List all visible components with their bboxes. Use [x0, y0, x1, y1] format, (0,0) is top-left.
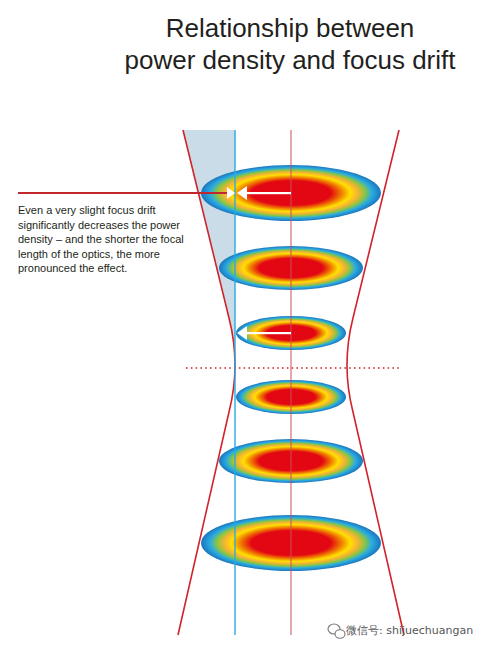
- watermark: 微信号: shijuechuangan: [346, 624, 473, 638]
- drift-line: [234, 130, 235, 635]
- spacer: [105, 12, 145, 42]
- leader-line: [18, 192, 227, 194]
- spacer: [435, 12, 475, 42]
- wechat-icon: [328, 624, 345, 638]
- focal-plane: [186, 367, 400, 369]
- beam-axis: [291, 130, 292, 635]
- diagram-title: Relationship between power density and f…: [125, 13, 456, 75]
- drift-region: [183, 130, 235, 365]
- title-block: Relationship between power density and f…: [105, 12, 475, 76]
- callout-note: Even a very slight focus drift significa…: [18, 203, 198, 276]
- drift-arrows: [227, 186, 291, 340]
